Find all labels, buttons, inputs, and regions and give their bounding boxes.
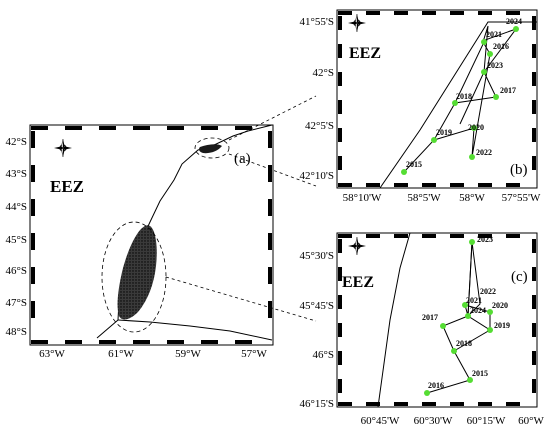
panel-c-xtick-1: 60°30'W [413,415,453,427]
panel-a-xtick-3: 57°W [241,348,267,360]
panel-a-ytick-0: 42°S [5,136,27,148]
panel-b-eez-label: EEZ [349,45,382,62]
track-c-points [424,239,493,396]
track-b-points [401,26,519,175]
panel-c-xtick-3: 60°W [518,415,544,427]
panel-a-ytick-1: 43°S [5,168,27,180]
panel-b-ytick-3: 42°10'S [299,170,335,182]
b-year-2023: 2023 [487,61,503,70]
panel-a-eez-label: EEZ [50,177,85,196]
panel-a-ytick-4: 46°S [5,265,27,277]
panel-a-ytick-6: 48°S [5,326,27,338]
panel-b-ytick-0: 41°55'S [299,16,335,28]
panel-c-ytick-1: 45°45'S [299,300,335,312]
c-year-2015: 2015 [472,369,488,378]
c-year-2020: 2020 [492,301,508,310]
panel-c-xtick-0: 60°45'W [360,415,400,427]
b-year-2020: 2020 [468,123,484,132]
panel-a-ytick-5: 47°S [5,297,27,309]
panel-a-label: (a) [234,151,251,167]
eez-boundary-c [377,232,411,408]
panel-b-xtick-1: 58°5'W [407,192,441,204]
c-year-2019: 2019 [494,321,510,330]
fishing-cluster-north [199,144,222,154]
panel-b-ytick-1: 42°S [312,67,334,79]
c-year-2021: 2021 [466,296,482,305]
b-year-2022: 2022 [476,148,492,157]
panel-b-xtick-2: 58°W [459,192,485,204]
panel-a-xtick-1: 61°W [108,348,134,360]
eez-boundary-b [379,21,537,189]
panel-c-eez-label: EEZ [342,274,375,291]
panel-c [336,232,538,408]
track-b [403,25,497,173]
panel-a-frame-bars [31,126,272,344]
b-year-2019: 2019 [436,128,452,137]
b-year-2017: 2017 [500,86,516,95]
connector-c-top [165,276,317,322]
coast-line-a [117,319,273,341]
panel-a-xtick-0: 63°W [39,348,65,360]
b-year-2021: 2021 [486,30,502,39]
panel-b-xtick-0: 58°10'W [342,192,382,204]
b-year-2024: 2024 [506,17,522,26]
c-year-2023: 2023 [477,235,493,244]
c-year-2018: 2018 [456,339,472,348]
c-year-2016: 2016 [428,381,444,390]
fishing-cluster-south [117,225,157,320]
c-year-2022: 2022 [480,287,496,296]
c-year-2024: 2024 [470,306,486,315]
b-year-2015: 2015 [406,160,422,169]
panel-c-ytick-0: 45°30'S [299,250,335,262]
panel-c-ytick-2: 46°S [312,349,334,361]
panel-c-ytick-3: 46°15'S [299,398,335,410]
ellipse-north [194,137,230,159]
c-year-2017: 2017 [422,313,438,322]
panel-b [336,9,538,189]
panel-a [29,124,274,346]
panel-b-ytick-2: 42°5'S [305,120,334,132]
b-year-2018: 2018 [456,92,472,101]
panel-a-ytick-3: 45°S [5,234,27,246]
b-year-2016: 2016 [493,42,509,51]
panel-a-ytick-2: 44°S [5,201,27,213]
panel-b-xtick-3: 57°55'W [501,192,541,204]
panel-b-label: (b) [510,162,528,178]
panel-c-label: (c) [511,269,528,285]
panel-c-xtick-2: 60°15'W [466,415,506,427]
panel-a-xtick-2: 59°W [175,348,201,360]
connector-b-top [228,95,317,141]
